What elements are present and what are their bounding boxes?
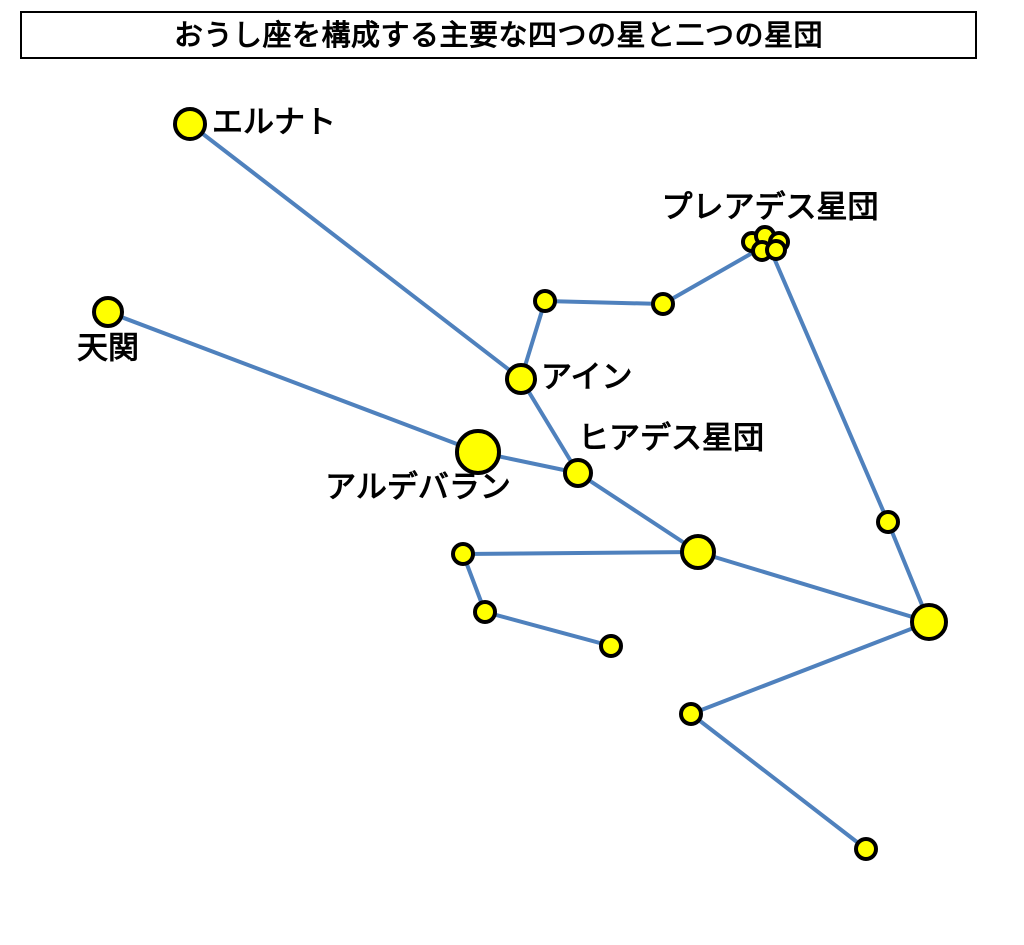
constellation-line xyxy=(188,122,523,381)
star-point[interactable] xyxy=(910,603,948,641)
star-label-pleiades: プレアデス星団 xyxy=(662,190,879,226)
constellation-line xyxy=(689,712,868,851)
star-point[interactable] xyxy=(533,289,557,313)
star-point[interactable] xyxy=(599,634,623,658)
star-aldebaran[interactable] xyxy=(455,429,501,475)
star-point[interactable] xyxy=(473,600,497,624)
star-point[interactable] xyxy=(680,534,716,570)
constellation-line xyxy=(576,471,700,554)
constellation-line xyxy=(106,310,480,454)
star-label-aldebaran: アルデバラン xyxy=(325,470,511,506)
constellation-line xyxy=(461,550,700,556)
page-title: おうし座を構成する主要な四つの星と二つの星団 xyxy=(173,17,823,52)
constellation-lines-layer xyxy=(106,122,931,851)
constellation-line xyxy=(766,242,890,524)
star-label-ain: アイン xyxy=(541,360,632,396)
star-point[interactable] xyxy=(451,542,475,566)
star-hyades[interactable] xyxy=(563,458,593,488)
constellation-line xyxy=(543,299,665,306)
star-label-tianguan: 天関 xyxy=(77,331,139,367)
star-label-elnath: エルナト xyxy=(212,105,336,141)
constellation-line xyxy=(689,620,931,716)
title-box: おうし座を構成する主要な四つの星と二つの星団 xyxy=(20,11,977,59)
constellation-line xyxy=(696,550,931,624)
constellation-line xyxy=(483,610,613,648)
stars-layer xyxy=(92,107,948,861)
star-point[interactable] xyxy=(854,837,878,861)
constellation-line xyxy=(519,377,580,475)
constellation-line xyxy=(661,242,770,306)
star-point[interactable] xyxy=(876,510,900,534)
star-tianguan[interactable] xyxy=(92,296,124,328)
star-label-hyades: ヒアデス星団 xyxy=(578,421,764,457)
cluster-member-star[interactable] xyxy=(765,239,787,261)
star-elnath[interactable] xyxy=(173,107,207,141)
star-point[interactable] xyxy=(651,292,675,316)
star-ain[interactable] xyxy=(505,363,537,395)
star-point[interactable] xyxy=(679,702,703,726)
